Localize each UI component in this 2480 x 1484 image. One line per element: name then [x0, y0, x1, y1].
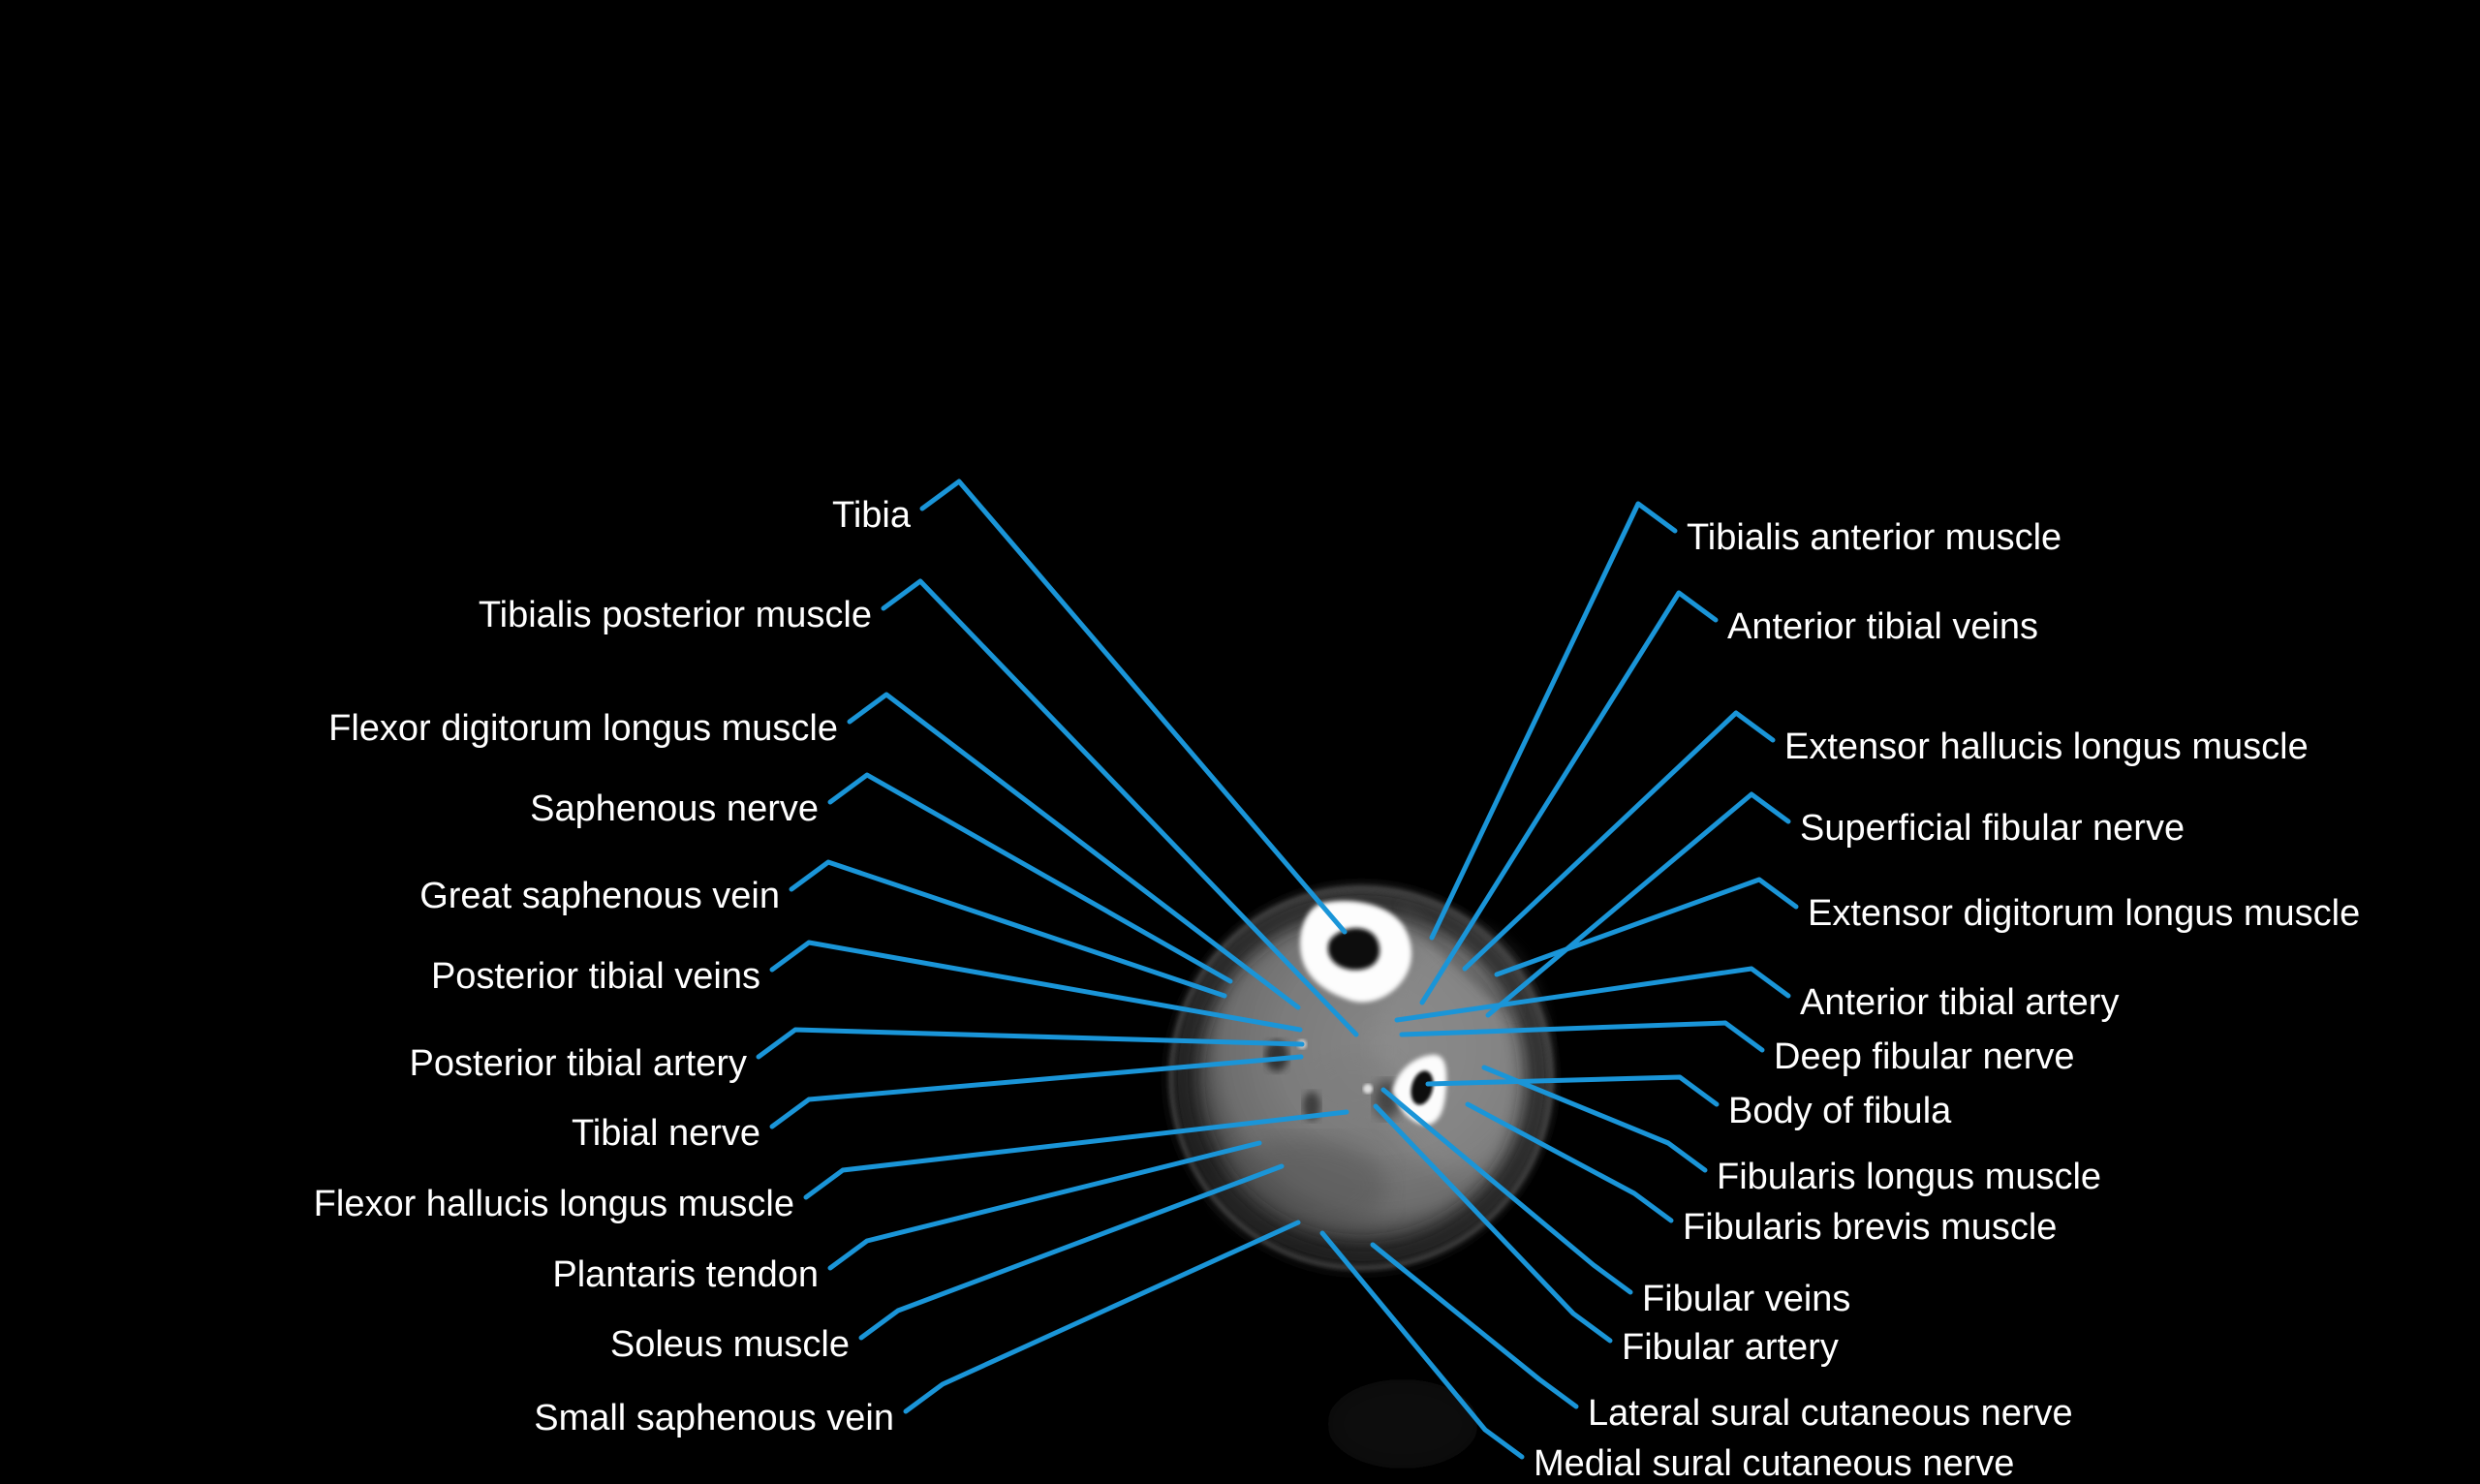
- label-fibularis-longus-muscle: Fibularis longus muscle: [1717, 1157, 2101, 1197]
- leader-line-soleus-muscle: [858, 1163, 1285, 1341]
- label-fibularis-brevis-muscle: Fibularis brevis muscle: [1683, 1207, 2057, 1248]
- label-anterior-tibial-artery: Anterior tibial artery: [1800, 982, 2119, 1023]
- label-lateral-sural-cutaneous-nerve: Lateral sural cutaneous nerve: [1588, 1393, 2073, 1434]
- label-superficial-fibular-nerve: Superficial fibular nerve: [1800, 808, 2185, 849]
- label-posterior-tibial-artery: Posterior tibial artery: [410, 1043, 747, 1084]
- label-saphenous-nerve: Saphenous nerve: [530, 788, 819, 829]
- leader-line-body-of-fibula: [1425, 1074, 1720, 1107]
- label-great-saphenous-vein: Great saphenous vein: [419, 876, 780, 916]
- leader-line-deep-fibular-nerve: [1399, 1020, 1765, 1053]
- leader-line-flexor-hallucis-longus-muscle: [803, 1109, 1349, 1200]
- label-extensor-hallucis-longus-muscle: Extensor hallucis longus muscle: [1784, 727, 2309, 767]
- leader-line-small-saphenous-vein: [903, 1220, 1301, 1414]
- label-small-saphenous-vein: Small saphenous vein: [534, 1398, 894, 1438]
- label-fibular-veins: Fibular veins: [1642, 1279, 1850, 1319]
- label-extensor-digitorum-longus-muscle: Extensor digitorum longus muscle: [1808, 893, 2360, 934]
- label-deep-fibular-nerve: Deep fibular nerve: [1774, 1036, 2075, 1077]
- leader-line-fibular-artery: [1373, 1103, 1613, 1344]
- label-flexor-digitorum-longus-muscle: Flexor digitorum longus muscle: [328, 708, 838, 749]
- medial-vessel-shadow: [1265, 1040, 1288, 1071]
- leader-line-plantaris-tendon: [827, 1140, 1262, 1271]
- label-tibialis-anterior-muscle: Tibialis anterior muscle: [1687, 517, 2062, 558]
- leader-line-tibialis-posterior-muscle: [881, 578, 1359, 1037]
- label-fibular-artery: Fibular artery: [1622, 1327, 1839, 1368]
- leader-line-extensor-hallucis-longus-muscle: [1462, 710, 1776, 972]
- label-body-of-fibula: Body of fibula: [1728, 1091, 1952, 1131]
- subcutaneous-fat-ring: [1169, 886, 1553, 1270]
- leader-line-anterior-tibial-artery: [1394, 966, 1791, 1023]
- tibia-medullary-cavity: [1327, 928, 1380, 971]
- leader-line-great-saphenous-vein: [789, 859, 1227, 999]
- label-plantaris-tendon: Plantaris tendon: [552, 1254, 819, 1295]
- fibula-medullary-cavity: [1410, 1070, 1434, 1105]
- leader-line-tibialis-anterior-muscle: [1429, 501, 1678, 941]
- label-anterior-tibial-veins: Anterior tibial veins: [1727, 606, 2038, 647]
- leader-line-superficial-fibular-nerve: [1485, 791, 1791, 1018]
- label-flexor-hallucis-longus-muscle: Flexor hallucis longus muscle: [314, 1184, 794, 1224]
- label-tibial-nerve: Tibial nerve: [572, 1113, 760, 1154]
- leader-line-fibularis-brevis-muscle: [1465, 1101, 1674, 1223]
- leader-line-fibularis-longus-muscle: [1481, 1065, 1708, 1173]
- leader-line-flexor-digitorum-longus-muscle: [847, 692, 1301, 1010]
- skin-outline: [1169, 886, 1553, 1270]
- leader-line-anterior-tibial-veins: [1419, 590, 1719, 1005]
- leader-line-tibial-nerve: [769, 1054, 1304, 1129]
- leader-line-medial-sural-cutaneous-nerve: [1319, 1230, 1525, 1460]
- leader-line-posterior-tibial-veins: [769, 940, 1303, 1033]
- leader-line-tibia: [919, 479, 1348, 935]
- label-tibia: Tibia: [832, 495, 912, 536]
- leader-line-posterior-tibial-artery: [756, 1027, 1305, 1060]
- leader-lines: [756, 479, 1799, 1460]
- label-tibialis-posterior-muscle: Tibialis posterior muscle: [479, 595, 872, 635]
- fibular-vessel-dot: [1363, 1084, 1373, 1094]
- leader-line-fibular-veins: [1380, 1087, 1633, 1295]
- leader-line-lateral-sural-cutaneous-nerve: [1370, 1242, 1579, 1409]
- label-medial-sural-cutaneous-nerve: Medial sural cutaneous nerve: [1534, 1443, 2014, 1484]
- label-posterior-tibial-veins: Posterior tibial veins: [431, 956, 760, 997]
- leader-line-extensor-digitorum-longus-muscle: [1494, 877, 1799, 977]
- ct-faint-artifact: [1327, 1379, 1478, 1469]
- label-soleus-muscle: Soleus muscle: [610, 1324, 850, 1365]
- leader-line-saphenous-nerve: [827, 772, 1233, 984]
